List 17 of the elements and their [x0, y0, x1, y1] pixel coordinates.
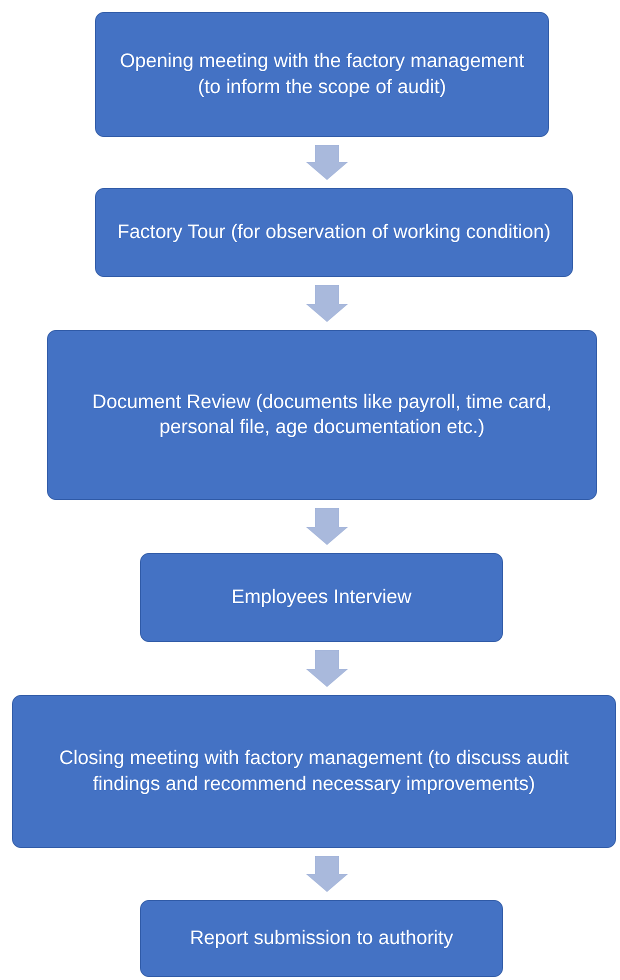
block-arrow: [306, 285, 348, 322]
step-text: Opening meeting with the factory management (to inform the scope of audit): [118, 49, 526, 100]
step-text: Report submission to authority: [190, 926, 454, 951]
block-arrow: [306, 856, 348, 892]
process-box: [95, 12, 549, 137]
process-box: [47, 330, 597, 500]
process-box: [140, 553, 503, 642]
step-text: Employees Interview: [232, 584, 412, 610]
block-arrow: [306, 508, 348, 545]
step-text: Closing meeting with factory management (to discuss audit findings and recommend necessary improvements): [58, 746, 570, 796]
step-text: Factory Tour (for observation of working condition): [117, 220, 551, 245]
process-box: [95, 188, 573, 277]
process-box: [12, 695, 616, 848]
process-box: [140, 900, 503, 977]
block-arrow: [306, 650, 348, 687]
step-text: Document Review (documents like payroll, time card, personal file, age documentation etc.): [91, 390, 553, 440]
block-arrow: [306, 145, 348, 180]
